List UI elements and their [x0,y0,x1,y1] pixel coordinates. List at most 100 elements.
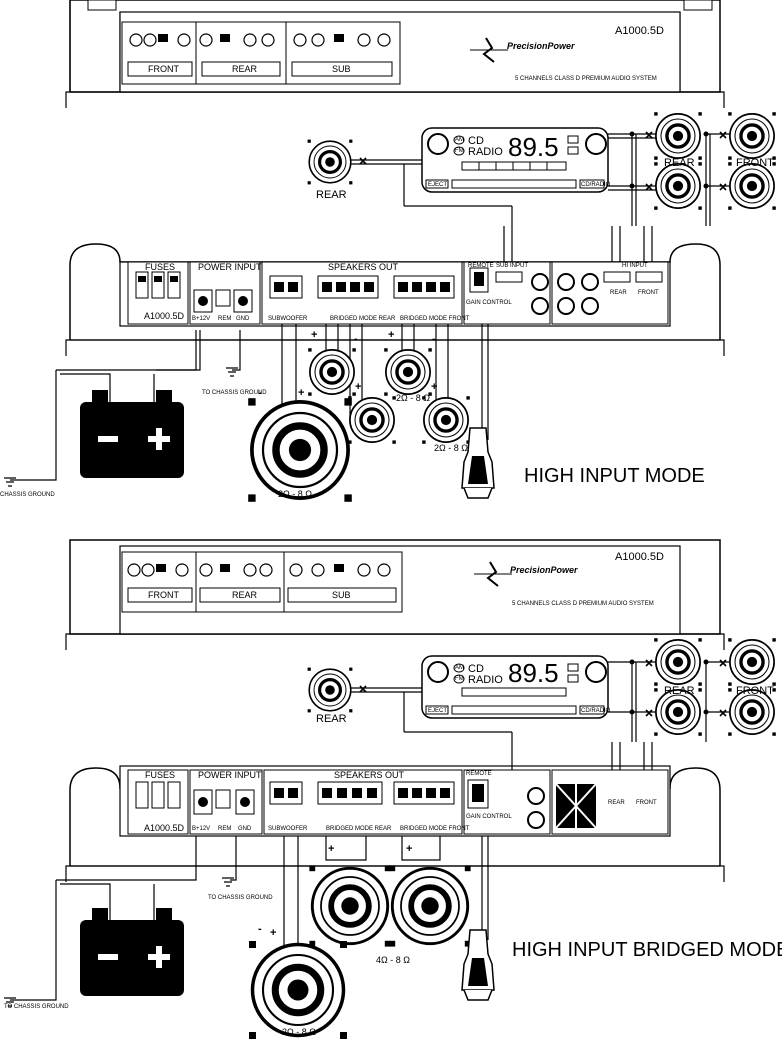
speaker-bridged-rear [309,865,390,946]
b12-label-2: B+12V [192,826,211,832]
model-label-panel-2: A1000.5D [144,823,185,833]
band-fm-2: FM [455,676,464,682]
minus-sub-1: - [258,387,262,399]
plus-b: + [388,329,395,341]
bridged-front-label-2: BRIDGED MODE FRONT [400,826,470,832]
plus-bridge-front: + [406,843,413,855]
head-unit-2 [421,655,609,719]
model-label-top-1: A1000.5D [615,25,664,37]
impedance-mid-1: 2Ω - 8 Ω [396,393,430,403]
impedance-sub-1: 2Ω - 8 Ω [278,489,312,499]
impedance-mid-2: 2Ω - 8 Ω [434,443,468,453]
gnd-label-2: GND [238,826,252,832]
speaker-rear-left-2 [306,665,354,715]
rear-label-right-2: REAR [664,685,695,697]
model-label-top-2: A1000.5D [615,551,664,563]
ground-symbols [4,367,238,1007]
eject-button-2: EJECT [428,708,448,714]
impedance-sub-2: 2Ω - 8 Ω [282,1027,316,1037]
brand-label-2: PrecisionPower [510,565,578,575]
subwoofer-1 [248,398,352,502]
speaker-front-r1-2 [726,636,778,688]
b12-label-1: B+12V [192,316,211,322]
radio-label-2: RADIO [468,674,503,686]
speakers-out-label-2: SPEAKERS OUT [334,770,405,780]
bridged-front-label-1: BRIDGED MODE FRONT [400,316,470,322]
rca-plug-1 [461,427,495,499]
chassis-ground-left-1: CHASSIS GROUND [0,492,55,498]
panel-sub-1: SUB [332,64,351,74]
gnd-label-1: GND [236,316,250,322]
speaker-rear-r1-1 [652,110,704,162]
eject-button-1: EJECT [428,182,448,188]
speaker-rear-r2-1 [652,160,704,212]
rem-label-2: REM [218,826,232,832]
power-input-label-1: POWER INPUT [198,262,262,272]
brand-logo-1 [470,37,508,63]
rear-speaker-label-1: REAR [316,189,347,201]
plus-sub-2: + [270,927,277,939]
speaker-mid-a [306,346,358,398]
speaker-front-r1-1 [726,110,778,162]
rear-lo-label-1: REAR [610,290,627,296]
chassis-ground-left-2: TO CHASSIS GROUND [4,1004,69,1010]
band-am-2: AM [455,665,464,671]
minus-b: - [432,333,436,345]
model-label-panel-1: A1000.5D [144,311,185,321]
subwoofer-label-1: SUBWOOFER [268,316,308,322]
rear-speaker-label-2: REAR [316,713,347,725]
frequency-display-2: 89.5 [508,658,559,688]
brand-label-1: PrecisionPower [507,41,575,51]
bridged-rear-label-1: BRIDGED MODE REAR [330,316,396,322]
impedance-bridged: 4Ω - 8 Ω [376,955,410,965]
cd-radio-button-1: CD/RADIO [581,182,611,188]
speaker-mid-c [346,394,398,446]
panel-rear-2: REAR [232,590,258,600]
hi-input-label-1: HI INPUT [622,263,648,269]
speaker-front-r2-1 [726,160,778,212]
speaker-bridged-front [389,865,470,946]
speakers-out-label-1: SPEAKERS OUT [328,262,399,272]
front-lo-label-2: FRONT [636,800,657,806]
plus-sub-1: + [298,387,305,399]
battery-2 [80,908,184,996]
brand-logo-2 [474,561,512,587]
front-label-right-1: FRONT [736,157,774,169]
cd-label-1: CD [468,135,484,147]
chassis-ground-1: TO CHASSIS GROUND [202,390,267,396]
amp-top-view-1 [65,0,725,108]
remote-label-1: REMOTE [468,263,494,269]
sub-input-label-1: SUB INPUT [496,263,529,269]
front-label-right-2: FRONT [736,685,774,697]
rca-plug-2 [461,929,495,1001]
cd-radio-button-2: CD/RADIO [581,708,611,714]
minus-a: - [354,333,358,345]
rear-lo-label-2: REAR [608,800,625,806]
plus-a: + [311,329,318,341]
rear-label-right-1: REAR [664,157,695,169]
subwoofer-2 [249,941,347,1039]
mode-title-bridged: HIGH INPUT BRIDGED MODE [512,939,782,961]
plus-d: + [431,381,438,393]
minus-sub-2: - [258,923,262,935]
wires-section-2 [10,661,740,1001]
junction-dots [629,131,709,715]
speaker-mid-d [420,394,472,446]
fuses-label-2: FUSES [145,770,176,780]
mode-title-high-input: HIGH INPUT MODE [524,465,705,487]
band-am-1: AM [455,137,464,143]
panel-front-1: FRONT [148,64,179,74]
cd-label-2: CD [468,663,484,675]
panel-sub-2: SUB [332,590,351,600]
rem-label-1: REM [218,316,232,322]
frequency-display-1: 89.5 [508,132,559,162]
head-unit-1 [421,127,609,193]
gain-control-label-2: GAIN CONTROL [466,814,512,820]
amp-terminal-panel-1 [65,243,725,356]
speaker-rear-r1-2 [652,636,704,688]
plus-bridge-rear: + [328,843,335,855]
fuses-label-1: FUSES [145,262,176,272]
panel-front-2: FRONT [148,590,179,600]
subwoofer-label-2: SUBWOOFER [268,826,308,832]
